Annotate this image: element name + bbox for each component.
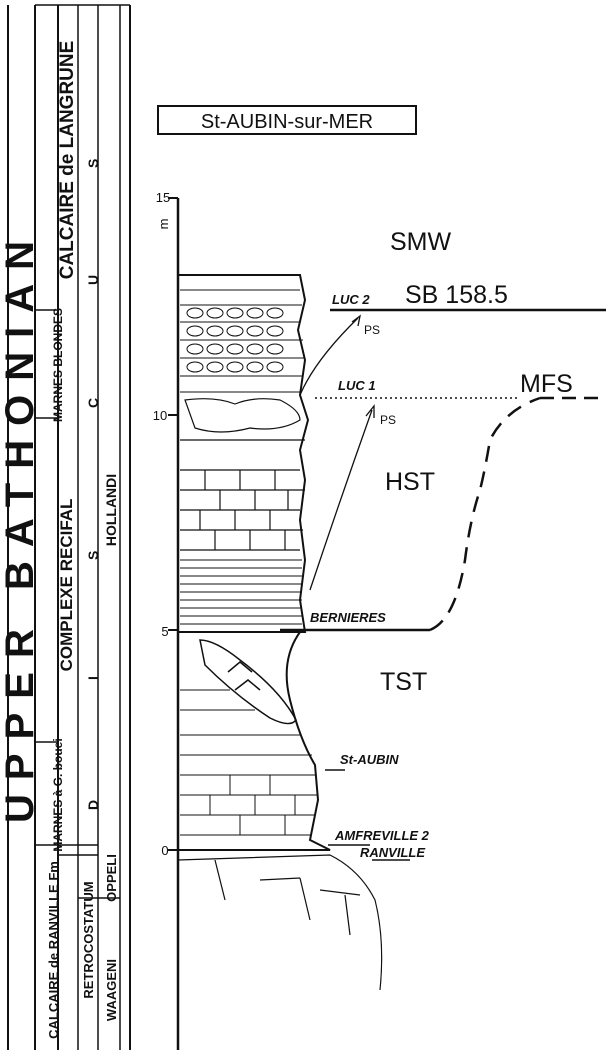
subzone-letter: U [85,275,101,285]
scale-axis [168,197,180,1050]
subzone-letter: D [85,800,101,810]
st-aubin-label: St-AUBIN [340,752,399,767]
subzone-letter: I [85,676,101,680]
figure-title: St-AUBIN-sur-MER [201,111,373,133]
subzone-letter: S [85,551,101,560]
mfs-label: MFS [520,370,573,398]
scale-tick-10: 10 [153,408,167,423]
sb-label: SB 158.5 [405,281,508,309]
luc2-label: LUC 2 [332,292,370,307]
ranville-label: RANVILLE [360,845,425,860]
bernieres-label: BERNIERES [310,610,386,625]
tst-label: TST [380,668,427,696]
zone-hollandi-label: HOLLANDI [103,474,119,546]
zone-oppeli-label: OPPELI [104,854,119,902]
scale-tick-5: 5 [161,624,168,639]
amfreville-label: AMFREVILLE 2 [334,828,430,843]
subzone-letter: C [85,398,101,408]
subzone-letter: S [85,159,101,168]
scale-unit: m [156,219,171,230]
stage-label: UPPER BATHONIAN [0,227,42,823]
subzone-letters: D I S C U S [85,159,101,810]
title-box [157,105,417,135]
lithology-column [177,274,383,991]
hst-label: HST [385,468,435,496]
marnes-bouei-label: MARNES à G. bouei [51,738,65,851]
ps-label-upper: PS [364,323,380,337]
scale-tick-0: 0 [161,843,168,858]
calcaire-ranville-label: CALCAIRE de RANVILLE Fm [46,861,61,1039]
ps-label-lower: PS [380,413,396,427]
luc1-label: LUC 1 [338,378,376,393]
calcaire-langrune-label: CALCAIRE de LANGRUNE [57,41,78,280]
zone-retrocostatum-label: RETROCOSTATUM [81,881,96,998]
marnes-blondes-label: MARNES BLONDES [51,308,65,422]
zone-waagen-label: WAAGENI [104,959,119,1021]
stratigraphy-table [7,4,131,1050]
smw-label: SMW [390,228,452,256]
complexe-recifal-label: COMPLEXE RECIFAL [57,499,76,672]
surface-lines [280,308,606,861]
scale-tick-15: 15 [156,190,170,205]
